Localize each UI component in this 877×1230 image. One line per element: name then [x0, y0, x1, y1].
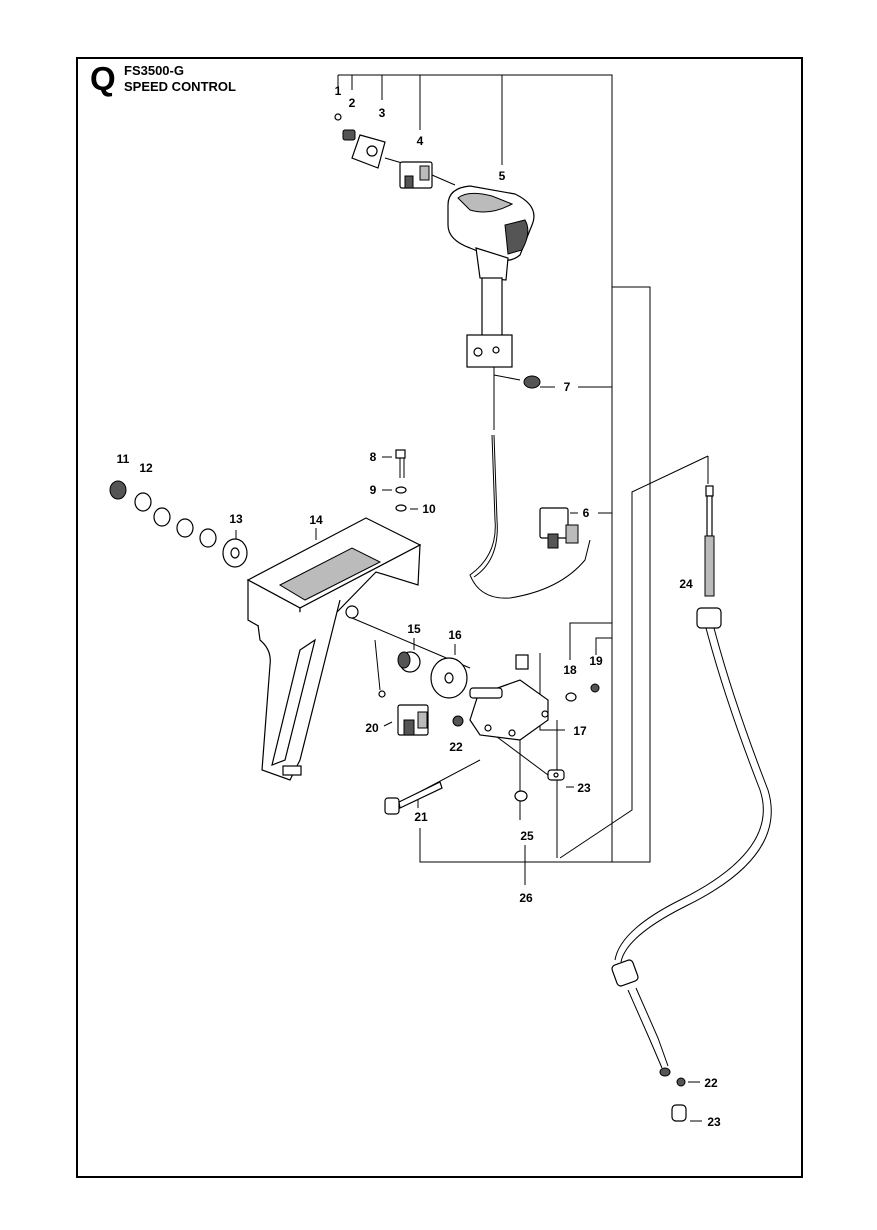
callout-9: 9: [370, 483, 377, 497]
callout-18: 18: [563, 663, 577, 677]
callout-25: 25: [520, 829, 534, 843]
callout-22-lower: 22: [704, 1076, 718, 1090]
wire-harness: [469, 434, 591, 599]
callout-19: 19: [589, 654, 603, 668]
control-cable: [611, 485, 772, 1122]
callout-21: 21: [414, 810, 428, 824]
nut-washer-stack: [109, 480, 248, 568]
control-arm: [452, 654, 600, 741]
diagram-title: SPEED CONTROL: [124, 79, 236, 94]
callout-23-lower: 23: [707, 1115, 721, 1129]
callout-20: 20: [365, 721, 379, 735]
callout-8: 8: [370, 450, 377, 464]
callout-22-upper: 22: [449, 740, 463, 754]
diagram-frame: [76, 57, 803, 1178]
callout-4: 4: [417, 134, 424, 148]
section-letter: Q: [90, 60, 116, 97]
mounting-bolt-stack: [395, 449, 407, 512]
callout-17: 17: [573, 724, 587, 738]
callout-11: 11: [117, 452, 130, 466]
callout-5: 5: [499, 169, 506, 183]
callout-3: 3: [379, 106, 386, 120]
control-bracket: [246, 517, 422, 781]
speed-lever: [447, 185, 541, 430]
callout-1: 1: [335, 84, 342, 98]
callout-14: 14: [309, 513, 323, 527]
callout-labels: 1 2 3 4 5 6 7 8 9 10 11 12 13 14 15 16 1…: [117, 84, 721, 1129]
callout-16: 16: [448, 628, 462, 642]
callout-15: 15: [407, 622, 421, 636]
safety-switch: [378, 690, 429, 736]
callout-2: 2: [349, 96, 356, 110]
ignition-switch-group: [334, 113, 456, 189]
callout-6: 6: [583, 506, 590, 520]
callout-13: 13: [229, 512, 243, 526]
callout-23-upper: 23: [577, 781, 591, 795]
callout-10: 10: [422, 502, 436, 516]
pivot-bushing: [397, 651, 468, 699]
pivot-bolt: [384, 781, 443, 815]
callout-24: 24: [679, 577, 693, 591]
linkage-hardware: [514, 769, 565, 802]
model-number: FS3500-G: [124, 63, 184, 78]
callout-7: 7: [564, 380, 571, 394]
callout-26: 26: [519, 891, 533, 905]
callout-12: 12: [139, 461, 153, 475]
